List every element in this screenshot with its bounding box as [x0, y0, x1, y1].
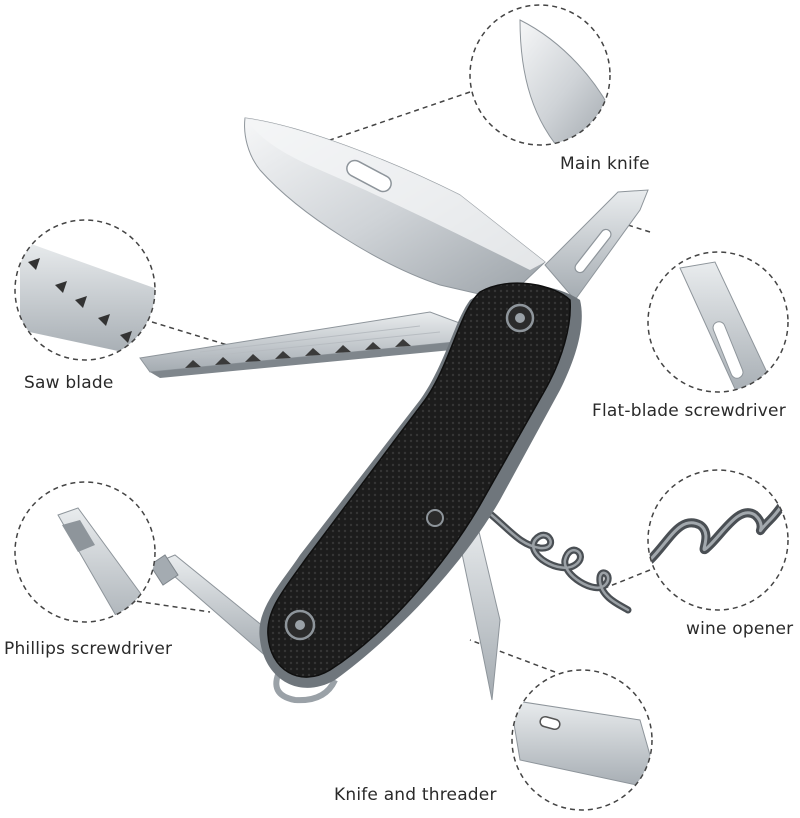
detail-circle-phillips: [14, 481, 156, 623]
detail-circle-flat-screwdriver: [647, 251, 789, 393]
detail-circle-main-knife: [469, 4, 611, 146]
key-ring: [273, 668, 338, 704]
flat-screwdriver: [544, 189, 649, 301]
label-main-knife: Main knife: [560, 154, 650, 174]
detail-circle-knife-threader: [511, 669, 653, 811]
saw-blade: [139, 311, 466, 378]
detail-circle-wine-opener: [647, 469, 789, 611]
label-flat-screwdriver: Flat-blade screwdriver: [592, 401, 786, 421]
detail-circle-saw: [14, 219, 156, 361]
label-wine-opener: wine opener: [686, 619, 794, 639]
main-knife-blade: [244, 117, 546, 301]
corkscrew: [484, 508, 632, 614]
label-saw-blade: Saw blade: [24, 373, 114, 393]
label-knife-threader: Knife and threader: [334, 785, 497, 805]
label-phillips-screwdriver: Phillips screwdriver: [4, 639, 173, 659]
handle: [259, 282, 582, 688]
